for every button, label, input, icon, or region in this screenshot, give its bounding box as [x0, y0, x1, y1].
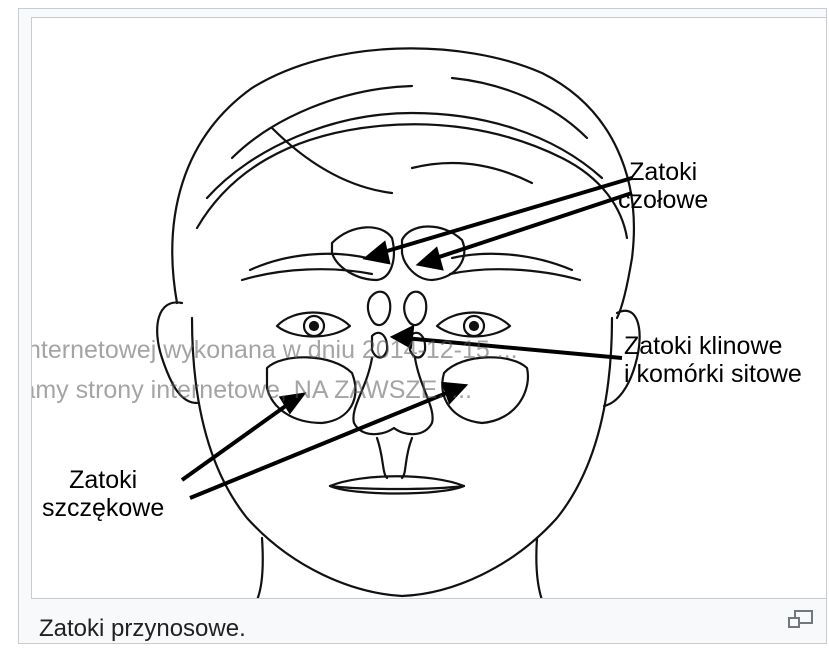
label-frontal-line2: czołowe [618, 186, 708, 214]
label-sphenoid-line1: Zatoki klinowe [624, 332, 802, 360]
sinus-diagram-image[interactable]: Zatoki czołowe Zatoki klinowe i komórki … [31, 17, 827, 599]
label-frontal-sinuses: Zatoki czołowe [618, 158, 708, 214]
label-maxillary-line2: szczękowe [42, 494, 164, 522]
magnify-icon[interactable] [786, 609, 816, 631]
label-sphenoid-line2: i komórki sitowe [624, 360, 802, 388]
archive-watermark-line2: niamy strony internetowe, NA ZAWSZE. ... [31, 376, 472, 404]
label-maxillary-line1: Zatoki [42, 466, 164, 494]
label-sphenoid-ethmoid: Zatoki klinowe i komórki sitowe [624, 332, 802, 388]
label-frontal-line1: Zatoki [618, 158, 708, 186]
thumbnail-frame: Zatoki czołowe Zatoki klinowe i komórki … [18, 8, 827, 644]
figure-caption: Zatoki przynosowe. [39, 615, 246, 643]
label-maxillary-sinuses: Zatoki szczękowe [42, 466, 164, 522]
archive-watermark-line1: y internetowej wykonana w dniu 2014-12-1… [31, 336, 518, 364]
